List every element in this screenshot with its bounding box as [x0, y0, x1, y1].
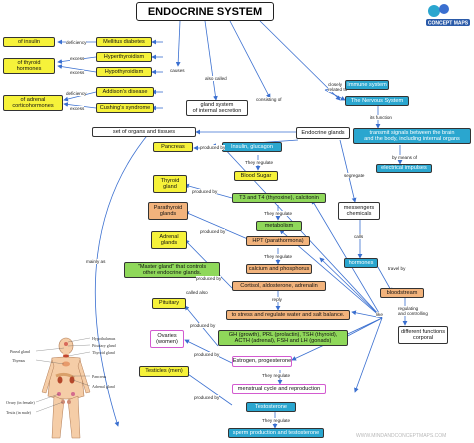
label-excess: excess [70, 70, 85, 75]
node-cortisol[interactable]: Cortisol, aldosterone, adrenalin [232, 281, 326, 291]
node-hyperthyroidism[interactable]: Hyperthyroidism [96, 52, 152, 62]
node-gh-prl-tsh[interactable]: GH (growth), PRL (prolactin), TSH (thyro… [218, 330, 348, 346]
node-pituitary[interactable]: Pituitary [152, 298, 186, 309]
label-ovary: Ovary (in female) [6, 400, 35, 405]
node-hpt[interactable]: HPT (parathormona) [246, 236, 310, 246]
node-thyroid-gland[interactable]: Thyroid gland [153, 175, 187, 193]
node-different-functions[interactable]: different functions corporal [398, 326, 448, 344]
node-cushings-syndrome[interactable]: Cushing's syndrome [96, 103, 154, 113]
label-reply: reply [272, 297, 282, 302]
node-adrenal-glands[interactable]: Adrenal glands [151, 231, 187, 249]
label-pineal-gland: Pineal gland [10, 349, 30, 354]
node-blood-sugar[interactable]: Blood Sugar [234, 171, 278, 181]
label-consisting-of: consisting of [256, 97, 282, 102]
label-produced-by: produced by [200, 229, 226, 234]
label-calls: calls [354, 234, 364, 239]
label-causes: causes [170, 68, 185, 73]
node-parathyroid-glands[interactable]: Parathyroid glands [148, 202, 188, 220]
node-gland-system[interactable]: gland system of internal secretion [186, 100, 248, 116]
label-segregate: segregate [344, 173, 365, 178]
label-pancreas: Pancreas [92, 374, 107, 379]
node-thyroid-hormones[interactable]: of thyroid hormones [3, 58, 55, 74]
label-pituitary-gland: Pituitary gland [92, 343, 116, 348]
node-ovaries[interactable]: Ovaries (women) [150, 330, 184, 348]
node-hormones[interactable]: hormones [344, 258, 378, 268]
label-they-regulate: They regulate [245, 160, 274, 165]
node-set-of-organs[interactable]: set of organs and tissues [92, 127, 196, 137]
node-stress-regulation[interactable]: to stress and regulate water and salt ba… [226, 310, 350, 320]
label-also-called: also called [205, 76, 227, 81]
concept-maps-logo: CONCEPT MAPS [426, 4, 470, 27]
label-like: like [376, 312, 383, 317]
node-testosterone[interactable]: Testosterone [246, 402, 296, 412]
node-pancreas[interactable]: Pancreas [153, 142, 193, 152]
label-produced-by: produced by [200, 145, 226, 150]
node-menstrual-cycle[interactable]: menstrual cycle and reproduction [232, 384, 326, 394]
node-estrogen[interactable]: Estrogen, progesterone [232, 356, 292, 367]
label-travel-by: travel by [388, 266, 406, 271]
human-body-figure [35, 337, 91, 439]
node-t3-t4[interactable]: T3 and T4 (thyroxine), calcitonin [232, 193, 326, 203]
label-produced-by: produced by [190, 323, 216, 328]
label-they-regulate: They regulate [264, 254, 293, 259]
node-hypothyroidism[interactable]: Hypothyroidism [96, 67, 152, 77]
node-mellitus-diabetes[interactable]: Mellitus diabetes [96, 37, 152, 47]
label-produced-by: produced by [196, 276, 222, 281]
label-produced-by: produced by [192, 189, 218, 194]
node-calcium-phosphorus[interactable]: calcium and phosphorus [246, 264, 312, 274]
node-adrenal-corticohormones[interactable]: of adrenal corticohormones [3, 95, 63, 111]
node-sperm-production[interactable]: sperm production and testosterone [228, 428, 324, 438]
label-they-regulate: They regulate [262, 373, 291, 378]
node-of-insulin[interactable]: of insulin [3, 37, 55, 47]
label-regulating-controlling: regulating and controlling [398, 306, 428, 316]
label-called-also: called also [186, 290, 208, 295]
node-electrical-impulses[interactable]: electrical impulses [376, 164, 432, 173]
label-they-regulate: They regulate [262, 418, 291, 423]
label-thymus: Thymus [12, 358, 26, 363]
label-deficiency: deficiency [66, 91, 87, 96]
label-mainly-as: mainly as [86, 259, 106, 264]
label-they-regulate: They regulate [264, 211, 293, 216]
label-excess: excess [70, 106, 85, 111]
node-messengers-chemicals[interactable]: messengers chemicals [338, 202, 380, 220]
node-master-gland[interactable]: "Master gland" that controls other endoc… [124, 262, 220, 278]
watermark: WWW.MINDANDCONCEPTMAPS.COM [356, 433, 447, 439]
node-bloodstream[interactable]: bloodstream [380, 288, 424, 298]
node-endocrine-glands[interactable]: Endocrine glands [296, 127, 350, 139]
label-hypothalamus: Hypothalamus [92, 336, 116, 341]
node-addisons-disease[interactable]: Addison's disease [96, 87, 154, 97]
label-thyroid-gland: Thyroid gland [92, 350, 115, 355]
page-title: ENDOCRINE SYSTEM [136, 2, 274, 21]
label-its-function: its function [370, 115, 392, 120]
label-testis: Testis (in male) [6, 410, 31, 415]
node-immune-system[interactable]: Immune system [345, 80, 389, 90]
label-excess: excess [70, 56, 85, 61]
logo-text: CONCEPT MAPS [428, 21, 469, 27]
label-produced-by: produced by [194, 395, 220, 400]
anatomy-illustration: Hypothalamus Pituitary gland Thyroid gla… [6, 336, 146, 440]
node-testicles[interactable]: Testicles (men) [139, 366, 189, 377]
node-insulin-glucagon[interactable]: Insulin, glucagon [222, 142, 282, 152]
label-produced-by: produced by [194, 352, 220, 357]
label-adrenal-gland: Adrenal gland [92, 384, 115, 389]
label-by-means-of: by means of [392, 155, 418, 160]
label-deficiency: deficiency [66, 40, 87, 45]
node-metabolism[interactable]: metabolism [256, 221, 302, 231]
node-transmit-signals[interactable]: transmit signals between the brain and t… [353, 128, 471, 144]
node-nervous-system[interactable]: The Nervous System [345, 96, 409, 106]
